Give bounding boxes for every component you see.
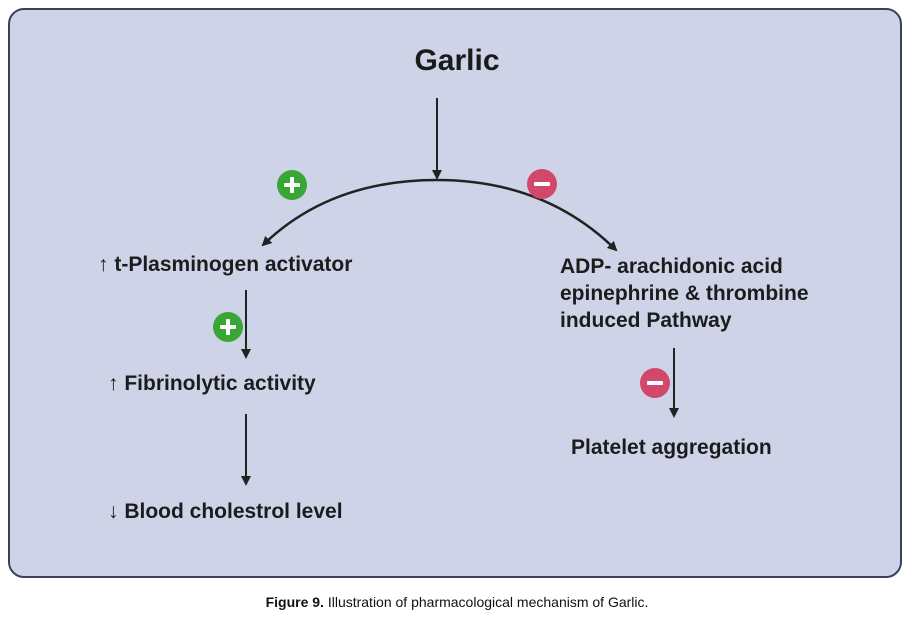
fibrinolytic-label: ↑ Fibrinolytic activity [108, 372, 316, 395]
minus-sign-icon [640, 368, 670, 398]
branch-right-arrow [436, 178, 618, 252]
minus-sign-icon [527, 169, 557, 199]
tpa-label: ↑ t-Plasminogen activator [98, 253, 353, 276]
plus-sign-icon [213, 312, 243, 342]
caption-label: Figure 9. [265, 594, 324, 610]
branch-left-arrow [261, 178, 438, 247]
pathway-label: ADP- arachidonic acid epinephrine & thro… [560, 253, 809, 334]
cholesterol-label: ↓ Blood cholestrol level [108, 500, 343, 523]
diagram-title: Garlic [414, 44, 500, 77]
pathway-line: ADP- arachidonic acid [560, 255, 783, 278]
platelet-label: Platelet aggregation [571, 436, 772, 459]
plus-sign-icon [277, 170, 307, 200]
pathway-line: induced Pathway [560, 309, 732, 332]
figure-caption: Figure 9. Illustration of pharmacologica… [0, 594, 914, 610]
diagram-panel [8, 8, 902, 578]
caption-text: Illustration of pharmacological mechanis… [323, 594, 649, 610]
pathway-line: epinephrine & thrombine [560, 282, 809, 305]
